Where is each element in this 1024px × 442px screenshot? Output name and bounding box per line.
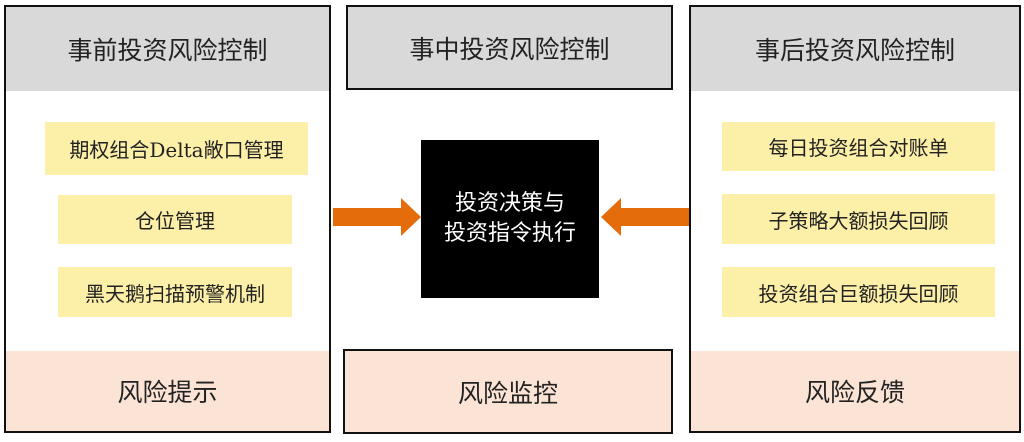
- pre-item-delta: 期权组合Delta敞口管理: [45, 122, 308, 175]
- left-arrow-icon: [601, 198, 690, 236]
- post-item-portfolio-loss: 投资组合巨额损失回顾: [722, 267, 995, 317]
- post-control-footer: 风险反馈: [691, 351, 1019, 431]
- post-item-daily-statement: 每日投资组合对账单: [722, 122, 995, 171]
- core-line-2: 投资指令执行: [443, 221, 576, 246]
- during-control-title: 事中投资风险控制: [346, 5, 673, 90]
- pre-item-blackswan: 黑天鹅扫描预警机制: [58, 267, 292, 317]
- post-item-substrategy-loss: 子策略大额损失回顾: [722, 194, 995, 244]
- right-arrow-icon: [333, 198, 421, 236]
- pre-control-title: 事前投资风险控制: [6, 7, 329, 91]
- post-control-title: 事后投资风险控制: [691, 7, 1019, 91]
- decision-execution-box: 投资决策与 投资指令执行: [421, 140, 599, 298]
- pre-item-position: 仓位管理: [58, 195, 292, 244]
- pre-control-footer: 风险提示: [6, 351, 329, 431]
- during-control-footer: 风险监控: [343, 349, 673, 434]
- core-line-1: 投资决策与: [454, 191, 565, 216]
